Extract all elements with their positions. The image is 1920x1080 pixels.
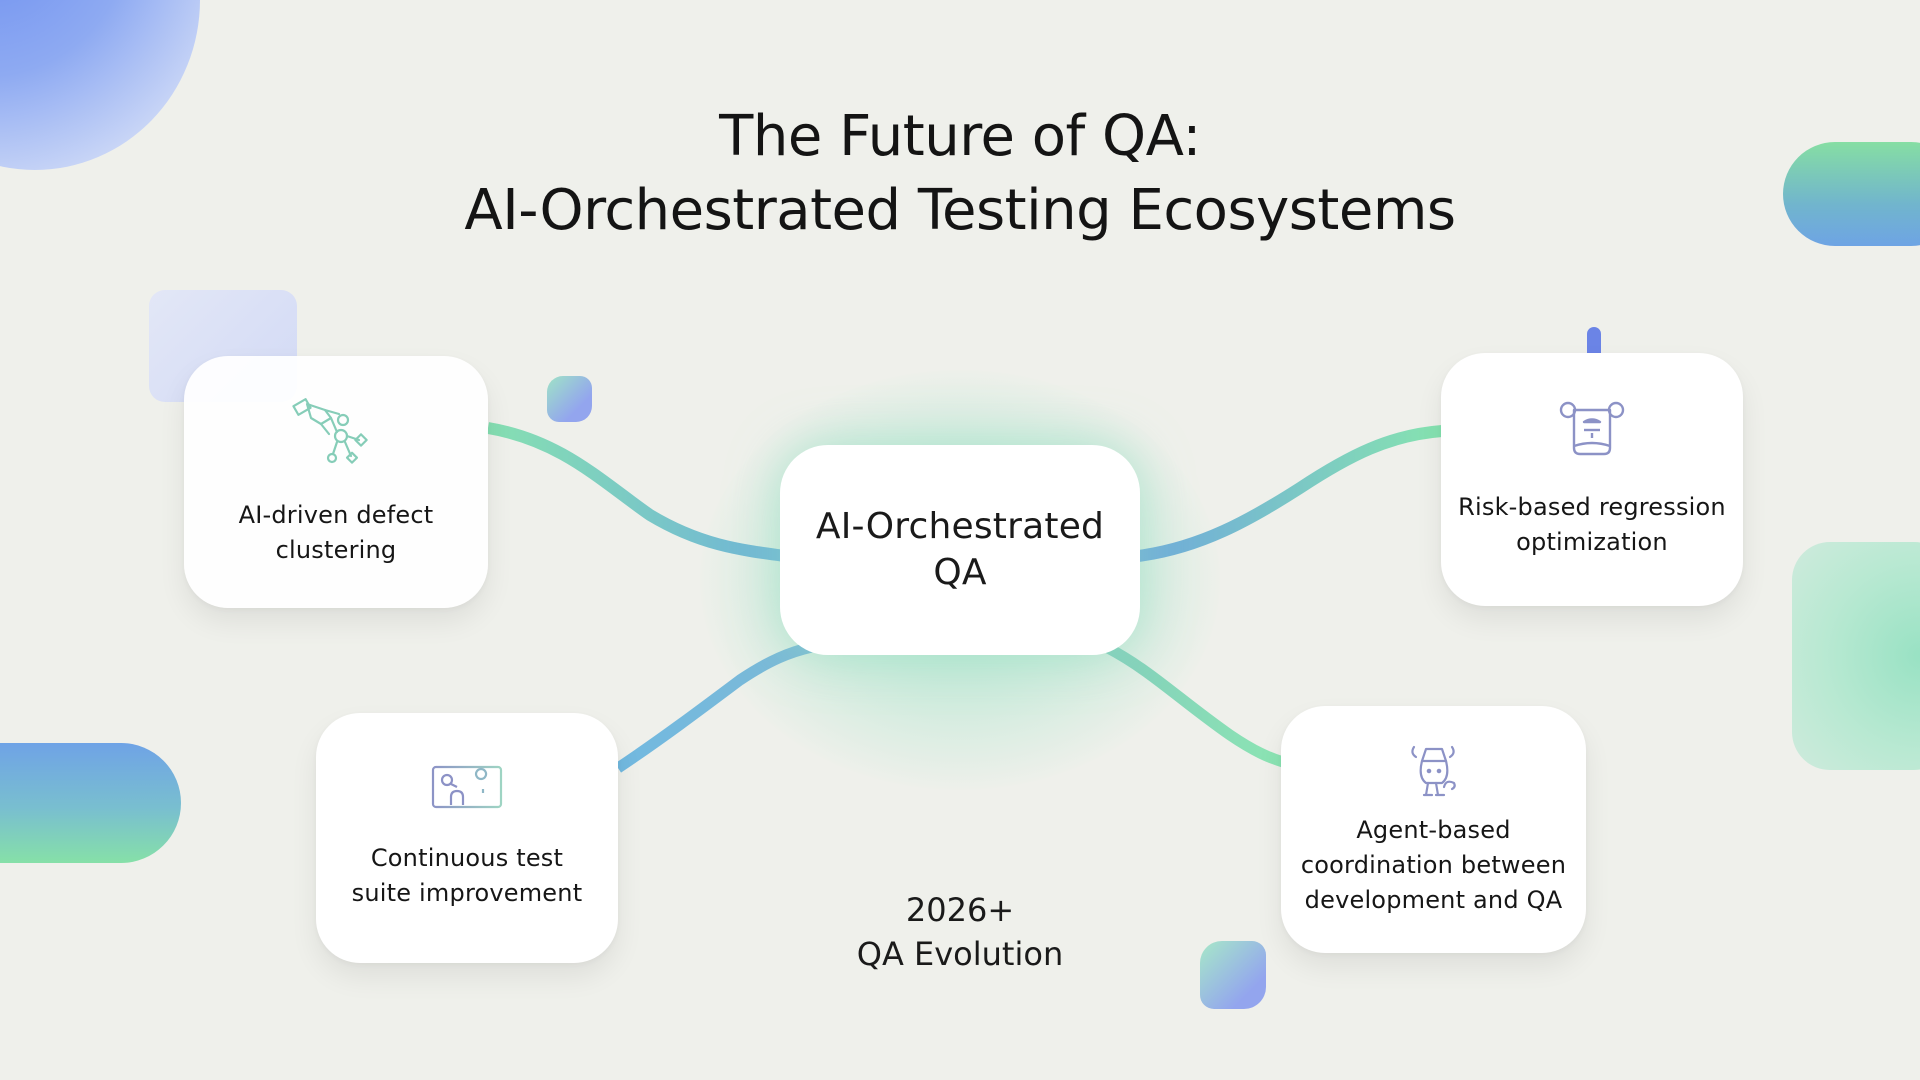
decorative-green-square-right bbox=[1792, 542, 1920, 770]
connector-top-right bbox=[1137, 425, 1443, 562]
decorative-blue-tab bbox=[1587, 327, 1601, 353]
decorative-gradient-chip bbox=[1200, 941, 1266, 1009]
node-ai-defect-clustering: AI-driven defect clustering bbox=[184, 356, 488, 608]
center-node: AI-Orchestrated QA bbox=[780, 445, 1140, 655]
node-label: Continuous test suite improvement bbox=[351, 844, 583, 907]
node-label: Risk-based regression optimization bbox=[1458, 492, 1726, 556]
node-agent-based-coordination: Agent-based coordination between develop… bbox=[1281, 706, 1586, 953]
center-node-label: AI-Orchestrated QA bbox=[815, 506, 1105, 593]
title-line-1: The Future of QA: bbox=[719, 104, 1201, 169]
title-line-2: AI-Orchestrated Testing Ecosystems bbox=[464, 178, 1456, 243]
node-risk-based-regression: Risk-based regression optimization bbox=[1441, 353, 1743, 606]
node-label: Agent-based coordination between develop… bbox=[1300, 816, 1567, 914]
qa-evolution-caption: 2026+ QA Evolution bbox=[856, 891, 1064, 973]
decorative-gradient-chip bbox=[547, 376, 592, 422]
decorative-gradient-pill-bottom-left bbox=[0, 743, 181, 863]
connector-bottom-right bbox=[1105, 643, 1285, 768]
agent-robot-icon bbox=[1406, 741, 1462, 803]
connector-bottom-left bbox=[614, 641, 814, 773]
decorative-gradient-pill-top-right bbox=[1783, 142, 1920, 246]
board-shapes-icon bbox=[431, 765, 503, 813]
node-label: AI-driven defect clustering bbox=[238, 501, 434, 564]
node-continuous-test-suite: Continuous test suite improvement bbox=[316, 713, 618, 963]
slide-title: The Future of QA: AI-Orchestrated Testin… bbox=[0, 100, 1920, 248]
robot-head-icon bbox=[1559, 400, 1625, 464]
network-cluster-icon bbox=[291, 396, 381, 470]
connector-top-left bbox=[487, 422, 786, 562]
